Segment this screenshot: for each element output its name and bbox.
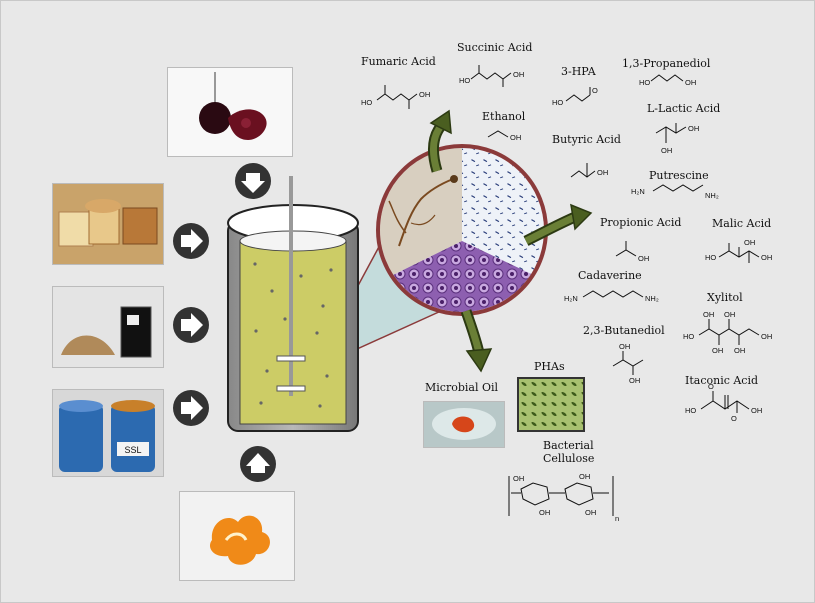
label-3-hpa: 3-HPA bbox=[561, 65, 596, 78]
cellulose-n: n bbox=[615, 514, 619, 523]
hpa-o: O bbox=[592, 86, 598, 95]
lactic-acid-structure bbox=[655, 123, 687, 143]
propanediol-oh: OH bbox=[685, 78, 696, 87]
arrow-from-drums bbox=[173, 390, 209, 426]
butanediol-structure bbox=[612, 351, 644, 375]
impeller-upper bbox=[276, 355, 306, 362]
cells-panel bbox=[380, 241, 544, 312]
xylitol-oh-b: OH bbox=[724, 310, 735, 319]
label-succinic-acid: Succinic Acid bbox=[457, 41, 533, 54]
label-xylitol: Xylitol bbox=[707, 291, 743, 304]
malic-ho: HO bbox=[705, 253, 716, 262]
3-hpa-structure bbox=[565, 87, 591, 102]
ethanol-oh: OH bbox=[510, 133, 521, 142]
photo-orange-peel bbox=[179, 491, 295, 581]
cadaverine-structure bbox=[582, 290, 644, 298]
label-propionic-acid: Propionic Acid bbox=[600, 216, 682, 229]
putrescine-nh2: NH₂ bbox=[705, 191, 719, 200]
microscopy-circle bbox=[376, 144, 548, 316]
arrow-from-peel bbox=[240, 446, 276, 482]
butanediol-oh: OH bbox=[619, 342, 630, 351]
propanediol-ho: HO bbox=[639, 78, 650, 87]
label-putrescine: Putrescine bbox=[649, 169, 709, 182]
bacteria-panel bbox=[462, 148, 544, 281]
malic-oh: OH bbox=[761, 253, 772, 262]
propionic-oh: OH bbox=[638, 254, 649, 263]
itaconic-o2: O bbox=[731, 414, 737, 423]
cellulose-oh-d: OH bbox=[585, 508, 596, 517]
malic-oh2: OH bbox=[744, 238, 755, 247]
photo-microbial-oil bbox=[423, 401, 505, 448]
itaconic-oh: OH bbox=[751, 406, 762, 415]
label-cadaverine: Cadaverine bbox=[578, 269, 642, 282]
arrow-from-bread bbox=[173, 223, 209, 259]
malic-acid-structure bbox=[718, 243, 760, 263]
label-phas: PHAs bbox=[534, 360, 565, 373]
label-butyric-acid: Butyric Acid bbox=[552, 133, 621, 146]
itaconic-ho: HO bbox=[685, 406, 696, 415]
xylitol-oh-d: OH bbox=[734, 346, 745, 355]
fumaric-acid-structure bbox=[376, 85, 418, 109]
broth-particles bbox=[253, 262, 333, 408]
output-arrow-up bbox=[428, 109, 452, 173]
cadaverine-nh2: NH₂ bbox=[645, 294, 659, 303]
butanediol-oh2: OH bbox=[629, 376, 640, 385]
bioreactor bbox=[227, 176, 359, 432]
ssl-label: SSL bbox=[124, 445, 141, 455]
fumaric-ho: HO bbox=[361, 98, 372, 107]
photo-grain-and-liquid bbox=[52, 286, 164, 368]
photo-ssl-drums: SSL bbox=[52, 389, 164, 477]
label-ethanol: Ethanol bbox=[482, 110, 526, 123]
xylitol-ho: HO bbox=[683, 332, 694, 341]
succinic-oh: OH bbox=[513, 70, 524, 79]
lactic-oh: OH bbox=[688, 124, 699, 133]
fumaric-oh: OH bbox=[419, 90, 430, 99]
label-propanediol: 1,3-Propanediol bbox=[622, 57, 711, 70]
putrescine-h2n: H₂N bbox=[631, 187, 645, 196]
xylitol-oh: OH bbox=[761, 332, 772, 341]
propanediol-structure bbox=[650, 74, 684, 82]
label-malic-acid: Malic Acid bbox=[712, 217, 772, 230]
ethanol-structure bbox=[487, 130, 509, 138]
arrow-from-grain bbox=[173, 307, 209, 343]
succinic-ho: HO bbox=[459, 76, 470, 85]
label-butanediol: 2,3-Butanediol bbox=[583, 324, 665, 337]
butyric-acid-structure bbox=[570, 163, 596, 178]
cellulose-oh-c: OH bbox=[539, 508, 550, 517]
label-bacterial: Bacterial bbox=[543, 439, 594, 452]
output-arrow-right bbox=[523, 203, 593, 246]
hpa-ho: HO bbox=[552, 98, 563, 107]
putrescine-structure bbox=[652, 184, 704, 192]
cellulose-structure bbox=[508, 476, 614, 516]
cellulose-oh-b: OH bbox=[579, 472, 590, 481]
output-arrow-down bbox=[460, 309, 493, 373]
succinic-acid-structure bbox=[470, 65, 512, 87]
cadaverine-h2n: H₂N bbox=[564, 294, 578, 303]
photo-bread-waste bbox=[52, 183, 164, 265]
lactic-oh2: OH bbox=[661, 146, 672, 155]
xylitol-oh-a: OH bbox=[703, 310, 714, 319]
xylitol-oh-c: OH bbox=[712, 346, 723, 355]
label-itaconic-acid: Itaconic Acid bbox=[685, 374, 759, 387]
label-microbial-oil: Microbial Oil bbox=[425, 381, 499, 394]
photo-phas bbox=[517, 377, 585, 432]
impeller-lower bbox=[276, 385, 306, 392]
xylitol-structure bbox=[698, 319, 760, 345]
butyric-oh: OH bbox=[597, 168, 608, 177]
propionic-acid-structure bbox=[615, 241, 637, 257]
label-cellulose: Cellulose bbox=[543, 452, 595, 465]
photo-wine-pomace bbox=[167, 67, 293, 157]
itaconic-o: O bbox=[708, 382, 714, 391]
label-fumaric-acid: Fumaric Acid bbox=[361, 55, 436, 68]
label-lactic-acid: L-Lactic Acid bbox=[647, 102, 721, 115]
arrow-from-wine bbox=[235, 163, 271, 199]
itaconic-acid-structure bbox=[700, 391, 750, 413]
cellulose-oh-a: OH bbox=[513, 474, 524, 483]
